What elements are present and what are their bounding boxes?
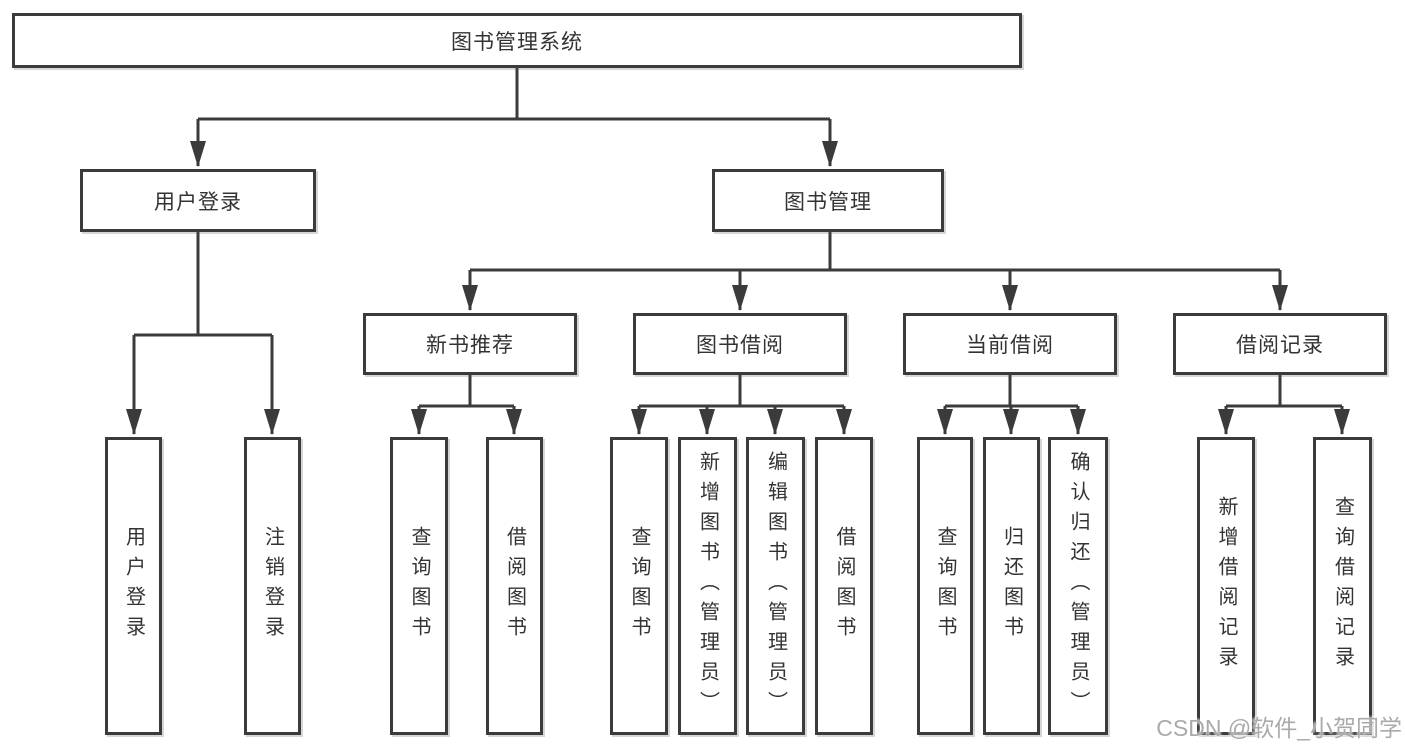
node-current-borrow-label: 当前借阅 [966, 334, 1054, 357]
node-current-borrow: 当前借阅 [903, 313, 1117, 375]
node-root: 图书管理系统 [12, 13, 1022, 68]
leaf-return-books-label: 归还图书 [1000, 526, 1023, 646]
node-borrow-records-label: 借阅记录 [1236, 334, 1324, 357]
leaf-borrow-books-recommend: 借阅图书 [486, 437, 543, 735]
node-book-management-label: 图书管理 [784, 190, 872, 214]
node-new-book-recommend: 新书推荐 [363, 313, 577, 375]
leaf-edit-books-admin: 编辑图书（管理员） [746, 437, 805, 735]
leaf-edit-books-admin-label: 编辑图书（管理员） [764, 451, 787, 721]
leaf-logout-label: 注销登录 [261, 526, 284, 646]
node-user-login: 用户登录 [80, 169, 316, 232]
node-new-book-recommend-label: 新书推荐 [426, 334, 514, 357]
leaf-add-books-admin: 新增图书（管理员） [678, 437, 737, 735]
node-book-management: 图书管理 [712, 169, 944, 232]
node-book-borrow: 图书借阅 [633, 313, 847, 375]
leaf-query-borrow-record: 查询借阅记录 [1313, 437, 1372, 735]
node-borrow-records: 借阅记录 [1173, 313, 1387, 375]
csdn-watermark: CSDN @软件_小贺同学 [1156, 715, 1402, 741]
leaf-user-login-label: 用户登录 [122, 526, 145, 646]
leaf-user-login: 用户登录 [105, 437, 162, 735]
leaf-add-books-admin-label: 新增图书（管理员） [696, 451, 719, 721]
leaf-add-borrow-record: 新增借阅记录 [1197, 437, 1255, 735]
leaf-query-books-recommend-label: 查询图书 [408, 526, 430, 646]
node-root-label: 图书管理系统 [451, 30, 583, 54]
leaf-borrow-books-label: 借阅图书 [833, 526, 855, 646]
leaf-borrow-books-recommend-label: 借阅图书 [503, 526, 526, 646]
node-book-borrow-label: 图书借阅 [696, 334, 784, 357]
leaf-query-borrow-record-label: 查询借阅记录 [1331, 496, 1354, 676]
leaf-confirm-return-admin-label: 确认归还（管理员） [1067, 451, 1089, 721]
node-user-login-label: 用户登录 [154, 190, 242, 214]
leaf-confirm-return-admin: 确认归还（管理员） [1048, 437, 1108, 735]
leaf-query-books-recommend: 查询图书 [390, 437, 448, 735]
leaf-logout: 注销登录 [244, 437, 301, 735]
leaf-query-books-current: 查询图书 [917, 437, 973, 735]
leaf-query-books-current-label: 查询图书 [934, 526, 956, 646]
leaf-return-books: 归还图书 [983, 437, 1040, 735]
leaf-query-books-borrow: 查询图书 [610, 437, 668, 735]
leaf-add-borrow-record-label: 新增借阅记录 [1215, 496, 1237, 676]
leaf-borrow-books: 借阅图书 [815, 437, 873, 735]
leaf-query-books-borrow-label: 查询图书 [628, 526, 650, 646]
